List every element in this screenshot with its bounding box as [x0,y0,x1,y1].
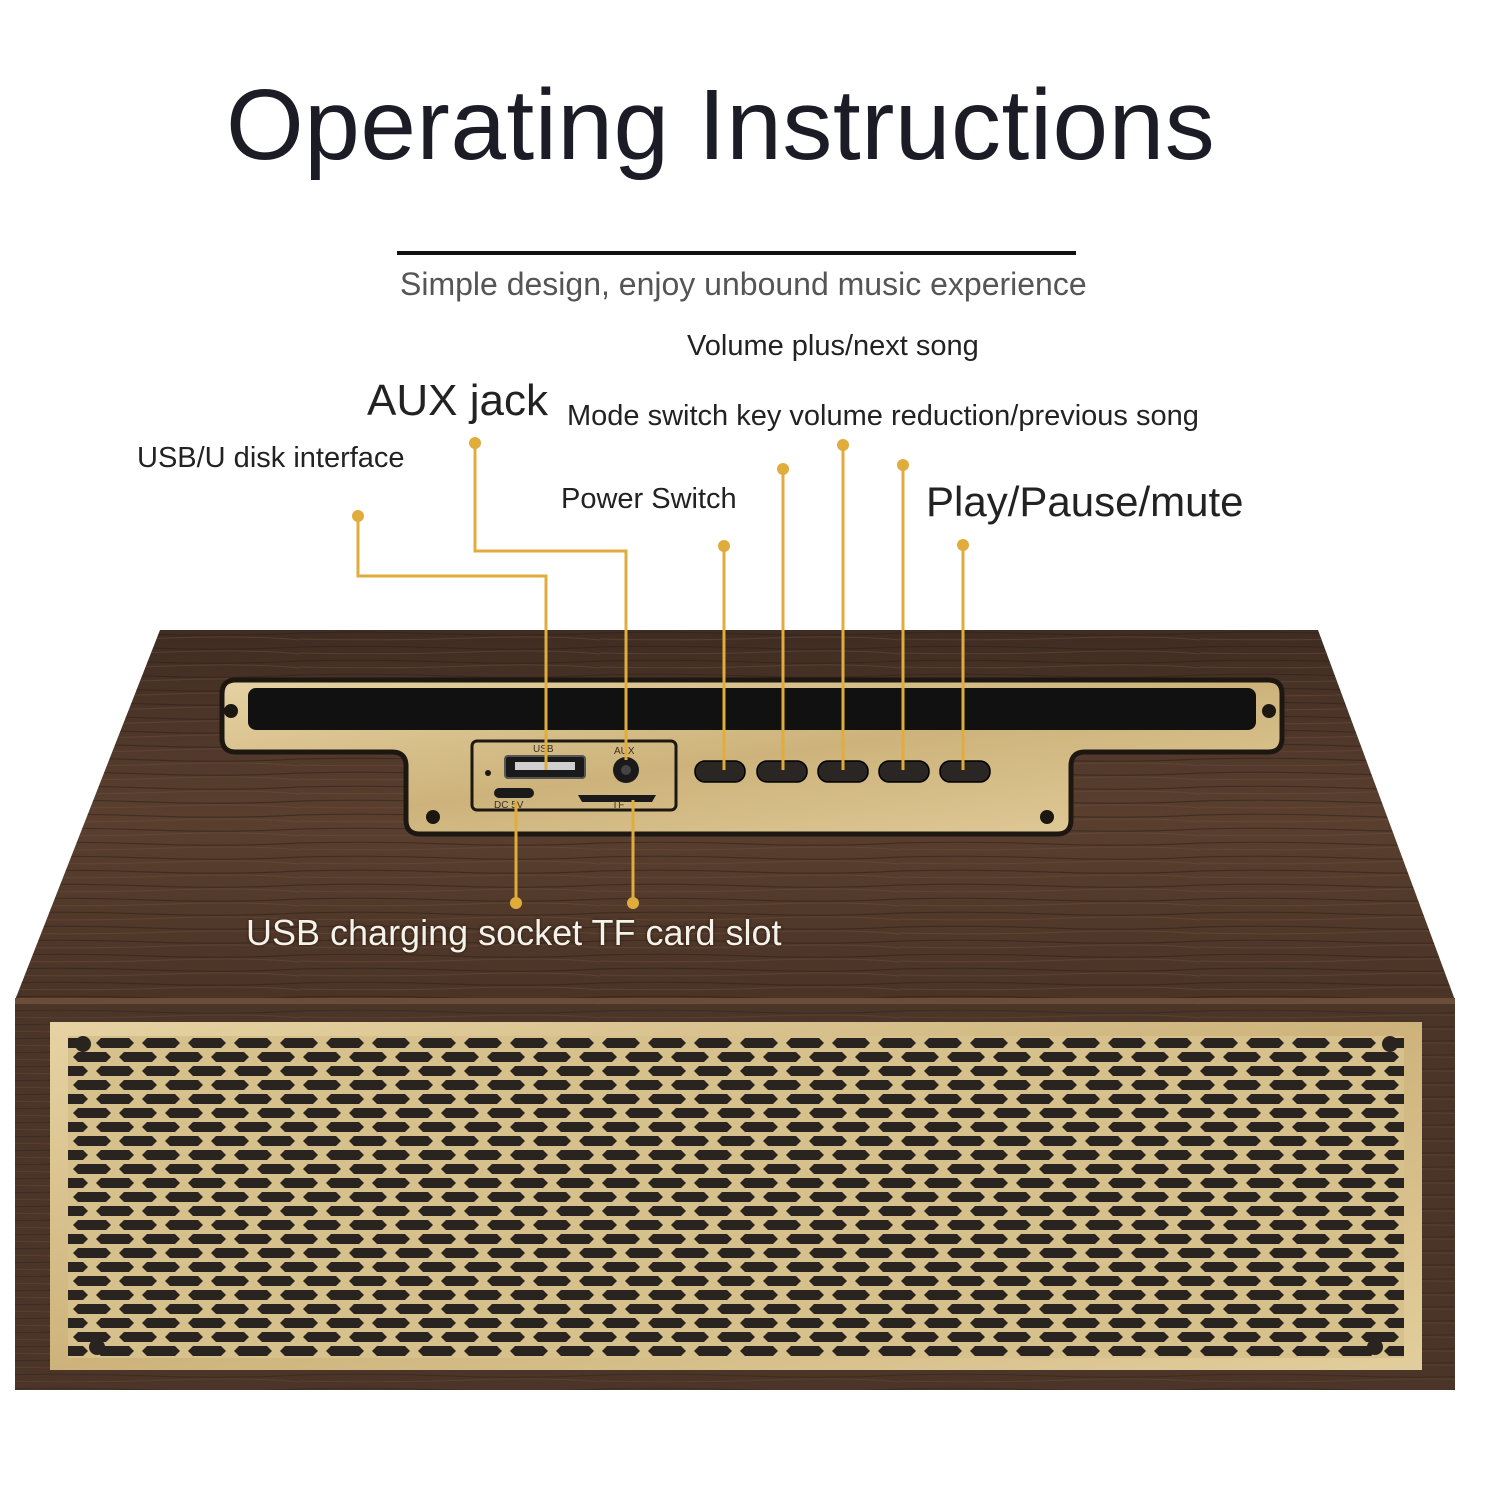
usb-charging-socket[interactable] [494,788,534,798]
screw-icon [1262,704,1276,718]
port-panel [470,739,678,812]
screw-icon [89,1339,105,1355]
leader-dots [352,437,969,909]
callout-usb-charging-tf: USB charging socket TF card slot [246,912,782,953]
tf-port-label: TF [612,800,624,811]
play-pause-button[interactable] [939,760,991,783]
screw-icon [1367,1339,1383,1355]
callout-aux-jack: AUX jack [367,376,548,425]
callout-power-switch: Power Switch [561,483,737,515]
screw-icon [1382,1036,1398,1052]
screw-icon [426,810,440,824]
tf-card-slot[interactable] [578,795,656,802]
usb-port-label: USB [533,744,554,755]
callout-usb-disk: USB/U disk interface [137,442,405,474]
dc-port-label: DC 5V [494,800,524,811]
title-divider [397,251,1076,255]
handle-slot [248,688,1256,730]
aux-port-label: AUX [614,746,635,757]
speaker-grille [68,1036,1404,1358]
screw-icon [224,704,238,718]
led-indicator [485,770,491,776]
screw-icon [75,1036,91,1052]
page-subtitle: Simple design, enjoy unbound music exper… [400,266,1087,302]
callout-mode-switch: Mode switch key volume reduction/previou… [567,400,1199,432]
power-switch-button[interactable] [694,760,746,783]
page-title: Operating Instructions [226,69,1216,181]
screw-icon [1040,810,1054,824]
callout-play-pause: Play/Pause/mute [926,478,1244,525]
callout-volume-plus: Volume plus/next song [687,330,979,362]
leader-lines [356,443,965,903]
